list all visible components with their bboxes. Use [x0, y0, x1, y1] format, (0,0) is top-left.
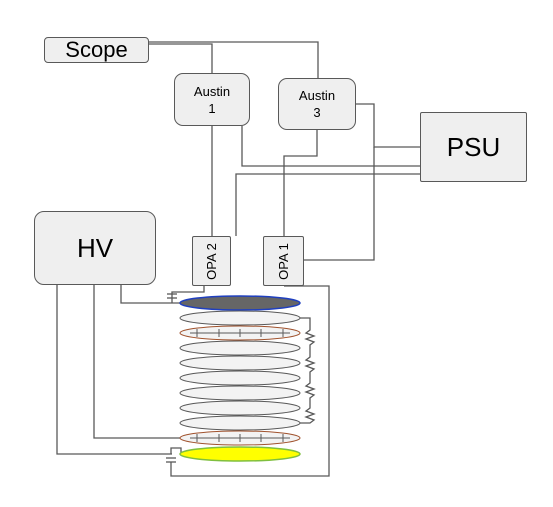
wire-hv-top	[120, 284, 181, 304]
ring	[179, 370, 301, 386]
scope-label: Scope	[65, 37, 128, 62]
wire-opa1-ground-loop	[170, 285, 330, 477]
austin-1-box[interactable]: Austin 1	[174, 73, 250, 126]
field-cage-stack	[179, 295, 301, 462]
resistor-chain	[300, 317, 316, 424]
psu-box[interactable]: PSU	[420, 112, 527, 182]
wire-scope-austin1	[149, 43, 213, 73]
wire-psu-opa2	[235, 173, 420, 236]
austin-3-box[interactable]: Austin 3	[278, 78, 356, 130]
opa-2-label: OPA 2	[204, 242, 219, 280]
wire-scope-austin3	[149, 41, 319, 78]
top-plate	[179, 295, 301, 311]
wire-psu-opa1	[304, 147, 375, 261]
hv-label: HV	[76, 232, 114, 263]
ring	[179, 355, 301, 371]
wire-hv-bottom-electrode	[93, 284, 181, 439]
ring	[179, 400, 301, 416]
opa-1-box[interactable]: OPA 1	[263, 236, 304, 286]
wire-austin3-opa1	[283, 130, 318, 236]
wire-austin3-psu	[356, 103, 420, 148]
opa-1-label: OPA 1	[276, 242, 291, 280]
bottom-plate	[179, 446, 301, 462]
ring	[179, 340, 301, 356]
ring	[179, 385, 301, 401]
electrode-top-grid	[190, 329, 290, 337]
ring	[179, 310, 301, 326]
hv-box[interactable]: HV	[34, 211, 156, 285]
capacitor-top	[167, 293, 177, 299]
austin-1-label: Austin 1	[193, 83, 231, 116]
electrode-bottom-grid	[190, 434, 290, 442]
capacitor-bottom	[166, 457, 176, 463]
wire-hv-ground	[56, 284, 172, 455]
ring	[179, 415, 301, 431]
psu-label: PSU	[446, 131, 501, 162]
scope-box[interactable]: Scope	[44, 37, 149, 63]
opa-2-box[interactable]: OPA 2	[192, 236, 231, 286]
wire-austin1-psu	[241, 126, 420, 167]
austin-3-label: Austin 3	[298, 88, 336, 120]
